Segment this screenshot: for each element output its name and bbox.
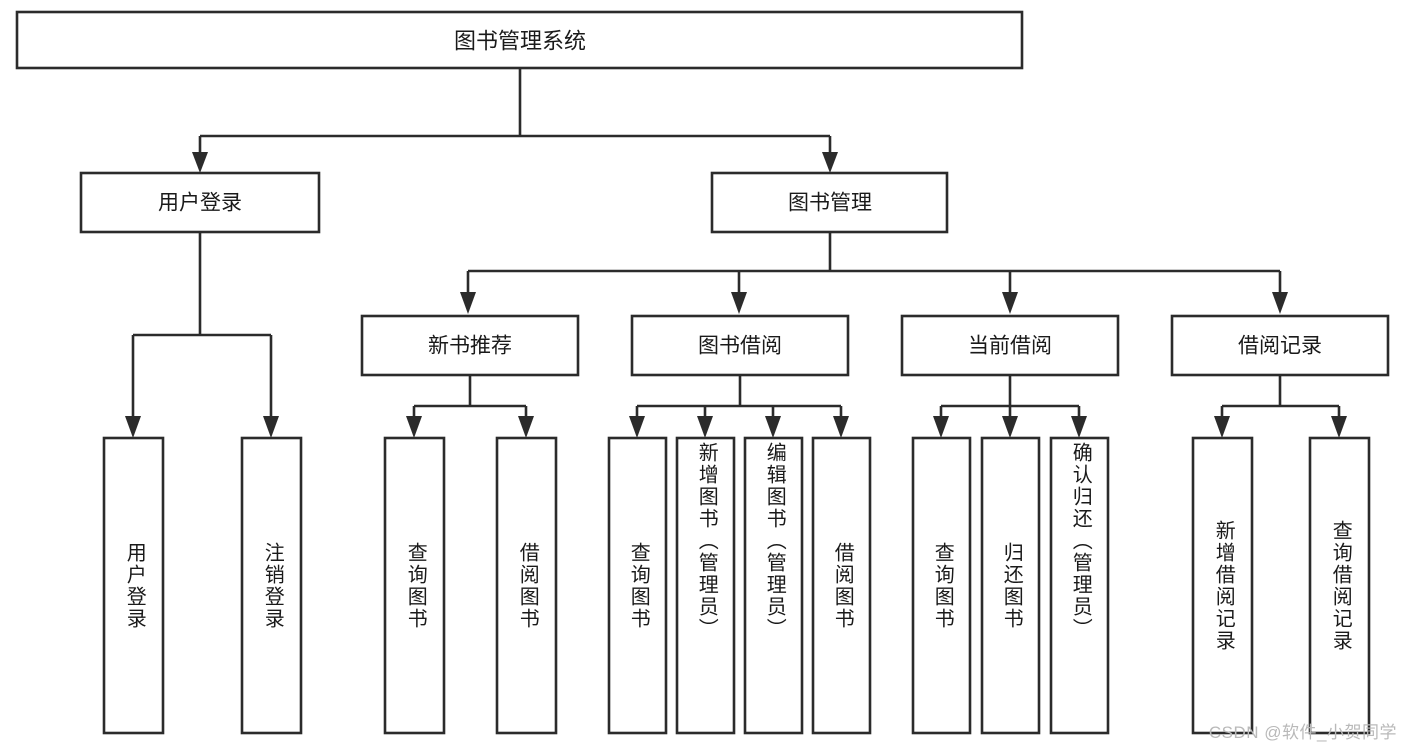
connectors <box>125 67 1347 438</box>
arrow-to-leaf-query-book-1 <box>406 416 422 438</box>
node-root-box[interactable] <box>15 10 1024 70</box>
leaf-edit-book-box[interactable] <box>743 436 804 735</box>
leaf-user-login-box[interactable] <box>102 436 165 735</box>
leaf-query-book-2-box[interactable] <box>607 436 668 735</box>
leaf-logout-box[interactable] <box>240 436 303 735</box>
arrow-root-to-user-login <box>192 152 208 173</box>
node-user-login[interactable]: 用户登录 <box>79 171 321 234</box>
node-current-borrow[interactable]: 当前借阅 <box>900 314 1120 377</box>
leaf-borrow-book-2-box[interactable] <box>811 436 872 735</box>
node-book-management-label: 图书管理 <box>788 192 872 215</box>
leaf-return-book-box[interactable] <box>980 436 1041 735</box>
arrow-to-leaf-user-login <box>125 416 141 438</box>
node-new-book-recommend-label: 新书推荐 <box>428 335 512 358</box>
arrow-to-leaf-add-record <box>1214 416 1230 438</box>
arrow-to-current-borrow <box>1002 292 1018 314</box>
csdn-watermark: CSDN @软件_小贺同学 <box>1208 723 1397 742</box>
node-book-management[interactable]: 图书管理 <box>710 171 949 234</box>
leaf-query-book-1-box[interactable] <box>383 436 446 735</box>
node-borrow-record[interactable]: 借阅记录 <box>1170 314 1390 377</box>
node-root[interactable]: 图书管理系统 <box>15 10 1024 70</box>
node-current-borrow-label: 当前借阅 <box>968 335 1052 358</box>
arrow-to-book-borrow <box>731 292 747 314</box>
arrow-to-leaf-return-book <box>1002 416 1018 438</box>
node-book-management-box[interactable] <box>710 171 949 234</box>
leaf-borrow-book-1-box[interactable] <box>495 436 558 735</box>
leaf-add-book-box[interactable] <box>675 436 736 735</box>
arrow-to-leaf-logout <box>263 416 279 438</box>
node-borrow-record-box[interactable] <box>1170 314 1390 377</box>
arrow-to-leaf-add-book <box>697 416 713 438</box>
leaf-query-book-3-box[interactable] <box>911 436 972 735</box>
arrow-to-borrow-record <box>1272 292 1288 314</box>
arrow-to-leaf-query-book-2 <box>629 416 645 438</box>
node-root-label: 图书管理系统 <box>454 29 586 54</box>
node-borrow-record-label: 借阅记录 <box>1238 335 1322 358</box>
node-new-book-recommend[interactable]: 新书推荐 <box>360 314 580 377</box>
arrow-to-new-book-recommend <box>460 292 476 314</box>
node-book-borrow-box[interactable] <box>630 314 850 377</box>
arrow-to-leaf-borrow-book-1 <box>518 416 534 438</box>
arrow-to-leaf-edit-book <box>765 416 781 438</box>
node-book-borrow-label: 图书借阅 <box>698 335 782 358</box>
leaf-confirm-return-box[interactable] <box>1049 436 1110 735</box>
node-user-login-box[interactable] <box>79 171 321 234</box>
arrow-to-leaf-query-record <box>1331 416 1347 438</box>
node-new-book-recommend-box[interactable] <box>360 314 580 377</box>
node-current-borrow-box[interactable] <box>900 314 1120 377</box>
arrow-root-to-book-management <box>822 152 838 173</box>
node-user-login-label: 用户登录 <box>158 192 242 215</box>
leaf-query-record-box[interactable] <box>1308 436 1371 735</box>
leaf-boxes <box>102 436 1371 735</box>
arrow-to-leaf-borrow-book-2 <box>833 416 849 438</box>
leaf-add-record-box[interactable] <box>1191 436 1254 735</box>
arrow-to-leaf-query-book-3 <box>933 416 949 438</box>
arrow-to-leaf-confirm-return <box>1071 416 1087 438</box>
node-book-borrow[interactable]: 图书借阅 <box>630 314 850 377</box>
